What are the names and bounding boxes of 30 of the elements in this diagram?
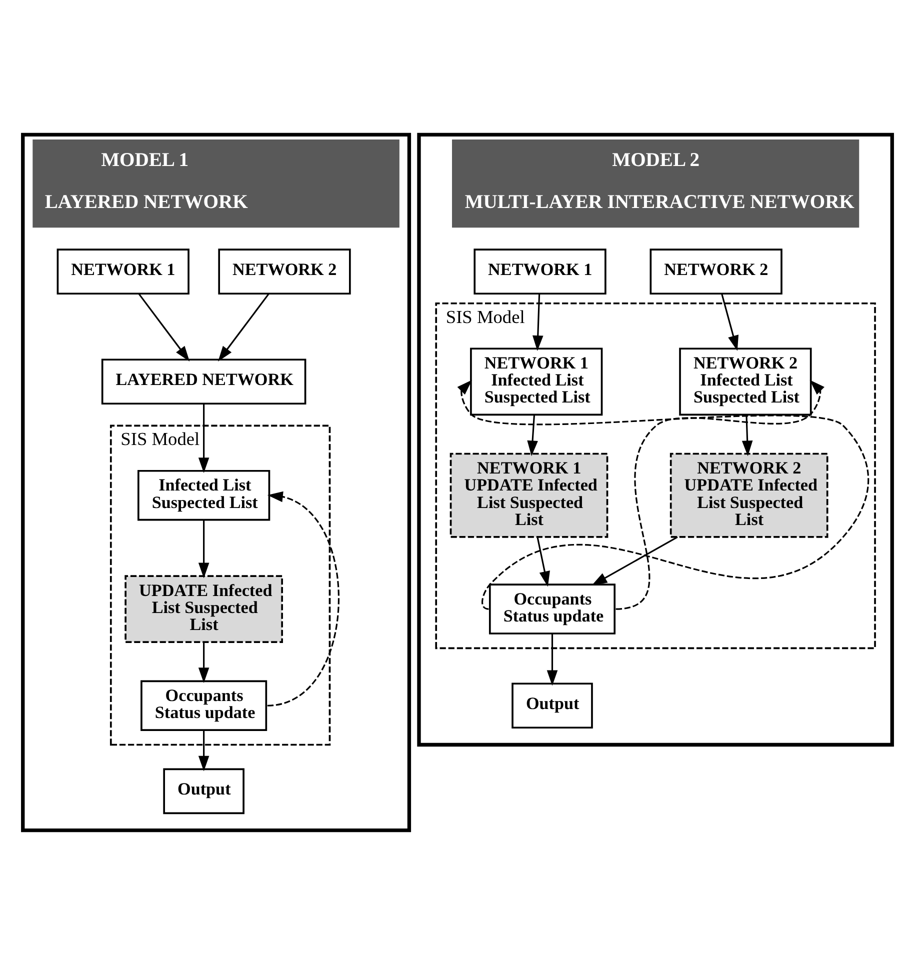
arrow: [527, 414, 538, 456]
arrow: [198, 730, 210, 772]
node-box: NETWORK 1: [56, 248, 190, 295]
node-box: Occupants Status update: [140, 680, 268, 731]
arrow: [536, 536, 550, 587]
node-box: NETWORK 2: [650, 248, 782, 295]
arrow: [138, 294, 190, 362]
arrow: [198, 404, 210, 473]
node-box: NETWORK 1 Infected List Suspected List: [470, 348, 603, 416]
arrow: [592, 536, 678, 586]
node-box: NETWORK 1: [474, 248, 606, 295]
node-box: Occupants Status update: [488, 584, 616, 634]
arrow: [721, 294, 739, 351]
node-box: NETWORK 2 UPDATE Infected List Suspected List: [670, 452, 828, 538]
node-box: Output: [163, 768, 244, 814]
arrow: [532, 294, 544, 351]
arrow: [198, 642, 210, 683]
arrow: [218, 294, 270, 362]
node-box: NETWORK 2 Infected List Suspected List: [679, 348, 812, 416]
arrow: [546, 634, 558, 686]
node-box: Output: [512, 682, 593, 729]
arrow: [198, 520, 210, 578]
node-box: LAYERED NETWORK: [101, 358, 306, 405]
arrow: [616, 380, 824, 610]
arrow: [267, 491, 340, 706]
node-box: UPDATE Infected List Suspected List: [124, 575, 283, 643]
node-box: NETWORK 2: [218, 248, 351, 295]
node-box: Infected List Suspected List: [137, 470, 270, 521]
arrow: [742, 415, 753, 456]
node-box: NETWORK 1 UPDATE Infected List Suspected List: [450, 452, 608, 538]
